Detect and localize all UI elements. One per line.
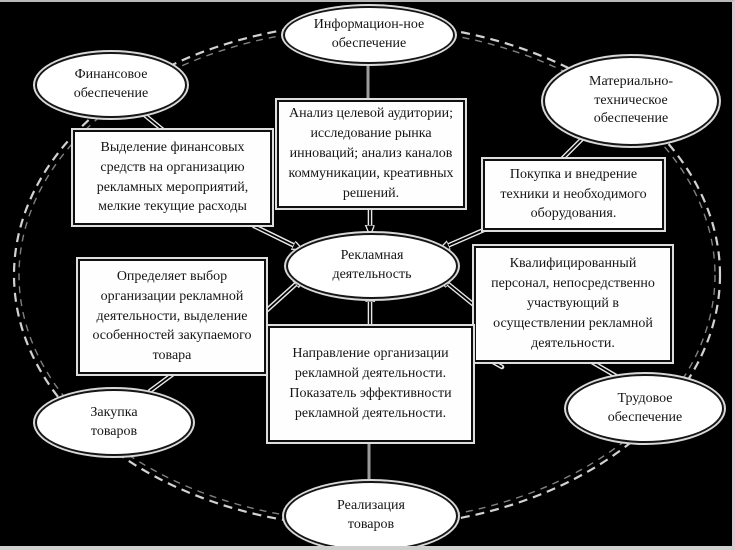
box-qualified-personnel: Квалифицированный персонал, непосредстве… [474,246,672,362]
box-label: Покупка и внедрение техники и необходимо… [500,166,647,222]
node-label: Реализация товаров [337,498,405,532]
node-label: Финансовое обеспечение [73,67,149,101]
node-material-technical-support: Материально-техническое обеспечение [543,56,719,146]
connector-material-to-equipment [559,133,588,162]
arrow-personnel-to-center [447,283,477,308]
box-organization-direction: Направление организации рекламной деятел… [268,326,473,442]
node-label: Закупка товаров [90,404,138,439]
connector-purchase-to-choice [147,371,176,394]
node-information-support: Информацион-ное обеспечение [283,6,455,64]
box-financial-allocation: Выделение финансовых средств на организа… [73,130,272,225]
box-organization-choice: Определяет выбор организации рекламной д… [78,259,266,374]
node-goods-sales: Реализация товаров [284,481,458,546]
box-label: Направление организации рекламной деятел… [289,346,452,421]
connector-labor-to-personnel [589,359,619,379]
arrow-choice-to-center [263,283,297,314]
box-label: Определяет выбор организации рекламной д… [92,268,252,364]
box-equipment-purchase: Покупка и внедрение техники и необходимо… [483,159,664,230]
node-labor-support: Трудовое обеспечение [566,374,724,443]
node-label: Информацион-ное обеспечение [313,17,425,51]
arrow-allocation-to-center [251,223,295,246]
node-advertising-activity: Рекламная деятельность [286,233,458,299]
box-label: Анализ целевой аудитории; исследование р… [288,106,454,201]
node-label: Трудовое обеспечение [607,390,683,425]
box-label: Квалифицированный персонал, непосредстве… [491,256,655,351]
box-audience-analysis: Анализ целевой аудитории; исследование р… [277,100,465,208]
node-label: Материально-техническое обеспечение [589,73,673,127]
node-label: Рекламная деятельность [332,248,412,282]
arrow-equipment-to-center [447,226,489,246]
box-label: Выделение финансовых средств на организа… [96,139,249,215]
node-financial-support: Финансовое обеспечение [35,52,187,118]
node-goods-purchase: Закупка товаров [35,389,193,456]
